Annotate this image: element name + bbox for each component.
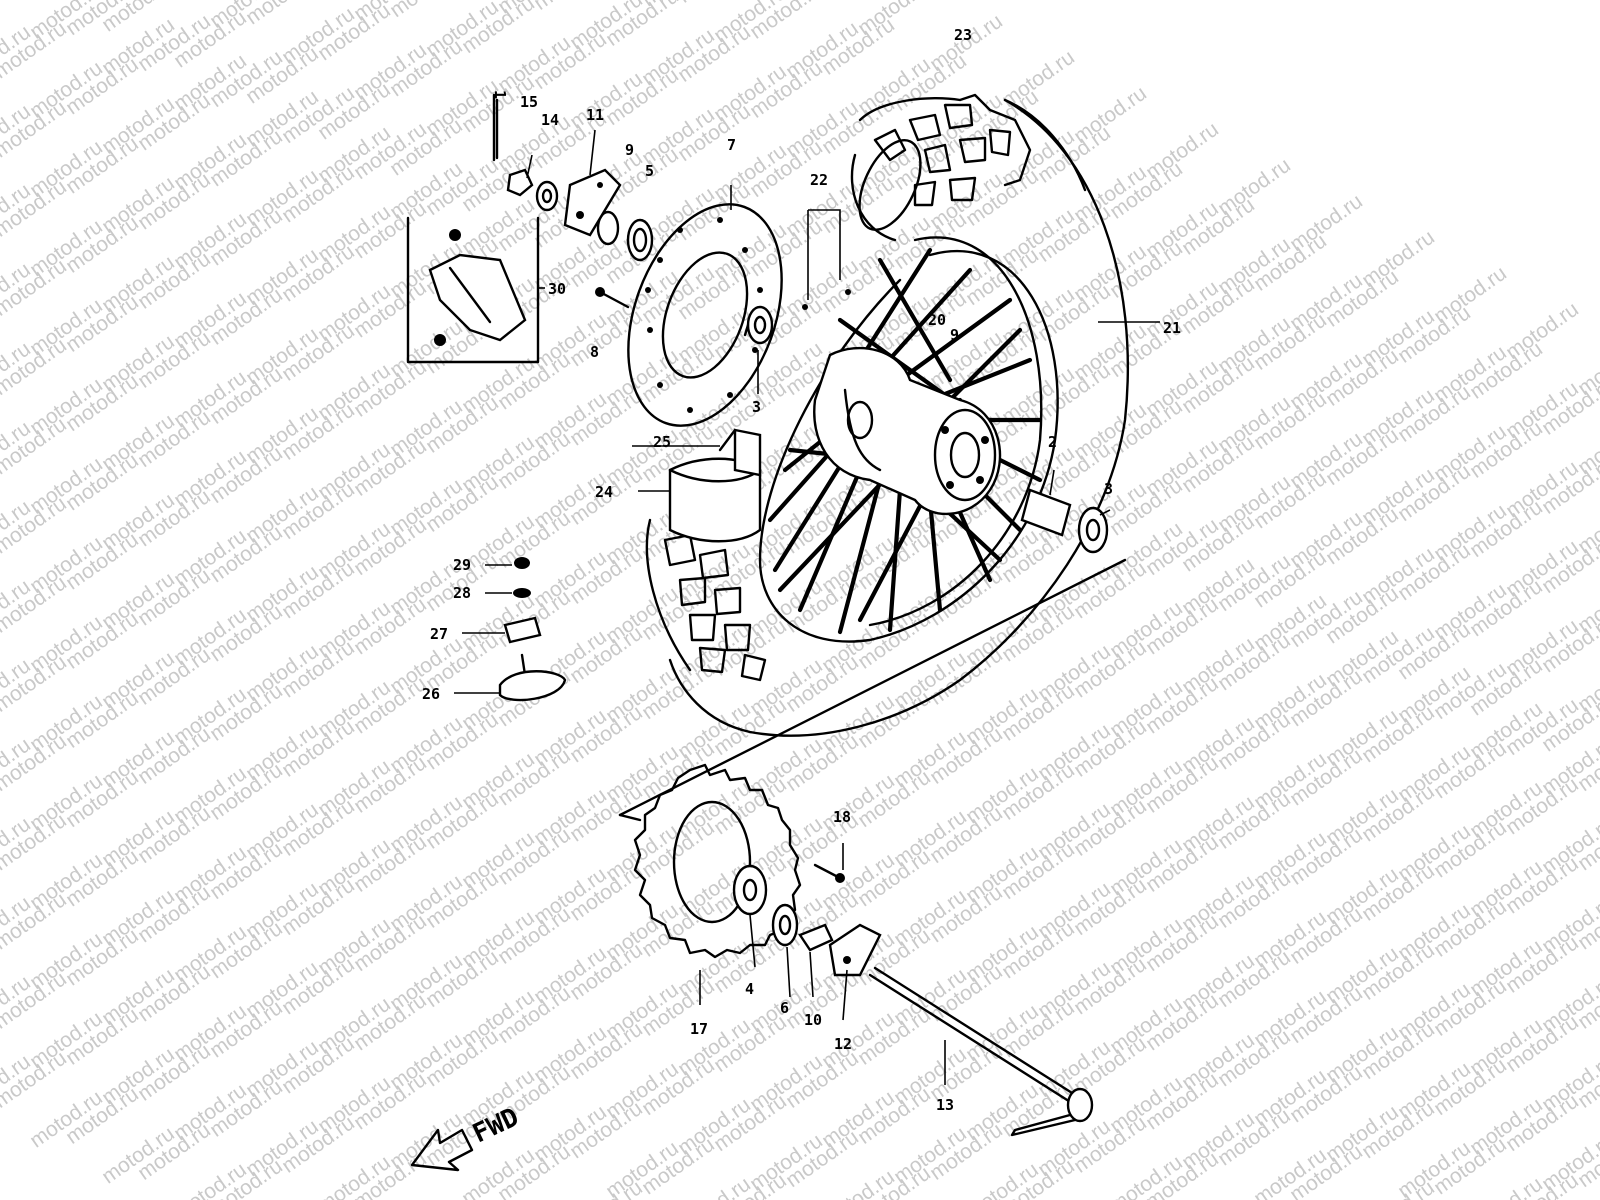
disc-bolt — [595, 287, 630, 309]
sprocket-side-parts — [771, 903, 882, 977]
callout-2: 2 — [1048, 433, 1057, 451]
callout-leaders — [454, 129, 1160, 1085]
rear-sprocket — [633, 763, 802, 959]
callout-9-right: 9 — [950, 326, 959, 344]
rear-tyre — [645, 93, 1129, 737]
watermark-text: motod.ru — [674, 1173, 755, 1200]
callout-labels: 1 2 3 3 4 5 6 7 8 9 9 10 11 12 13 14 15 … — [422, 26, 1181, 1114]
callout-24: 24 — [595, 483, 613, 501]
watermark-text: motod.ru — [1466, 1173, 1547, 1200]
callout-6: 6 — [780, 999, 789, 1017]
callout-4: 4 — [745, 980, 754, 998]
callout-28: 28 — [453, 584, 471, 602]
callout-3-right: 3 — [1104, 480, 1113, 498]
callout-13: 13 — [936, 1096, 954, 1114]
callout-17: 17 — [690, 1020, 708, 1038]
callout-21: 21 — [1163, 319, 1181, 337]
callout-5: 5 — [645, 162, 654, 180]
callout-29: 29 — [453, 556, 471, 574]
wheel-spokes — [767, 247, 1043, 635]
callout-15: 15 — [520, 93, 538, 111]
callout-23: 23 — [954, 26, 972, 44]
sprocket-bolt — [813, 863, 845, 883]
brake-disc — [627, 203, 783, 427]
rear-axle — [868, 966, 1094, 1137]
callout-22: 22 — [810, 171, 828, 189]
callout-26: 26 — [422, 685, 440, 703]
frame-outline — [618, 558, 1127, 822]
wheel-hub — [813, 347, 1002, 516]
callout-8: 8 — [590, 343, 599, 361]
rim-lock — [668, 428, 762, 543]
axle-spacer-right — [1020, 488, 1109, 554]
callout-18: 18 — [833, 808, 851, 826]
callout-1: 1 — [491, 90, 509, 99]
callout-20: 20 — [928, 311, 946, 329]
hub-small-parts — [492, 93, 654, 262]
tube-valve-parts — [498, 557, 567, 702]
spacer-upper — [743, 305, 774, 345]
callout-7: 7 — [727, 136, 736, 154]
forward-direction-arrow — [410, 1128, 474, 1172]
callout-30: 30 — [548, 280, 566, 298]
callout-3-upper: 3 — [752, 398, 761, 416]
callout-10: 10 — [804, 1011, 822, 1029]
callout-14: 14 — [541, 111, 559, 129]
callout-11: 11 — [586, 106, 604, 124]
callout-27: 27 — [430, 625, 448, 643]
callout-12: 12 — [834, 1035, 852, 1053]
spoke-nipple — [802, 289, 851, 310]
chain-guard — [406, 216, 540, 364]
callout-9-left: 9 — [625, 141, 634, 159]
callout-25: 25 — [653, 433, 671, 451]
